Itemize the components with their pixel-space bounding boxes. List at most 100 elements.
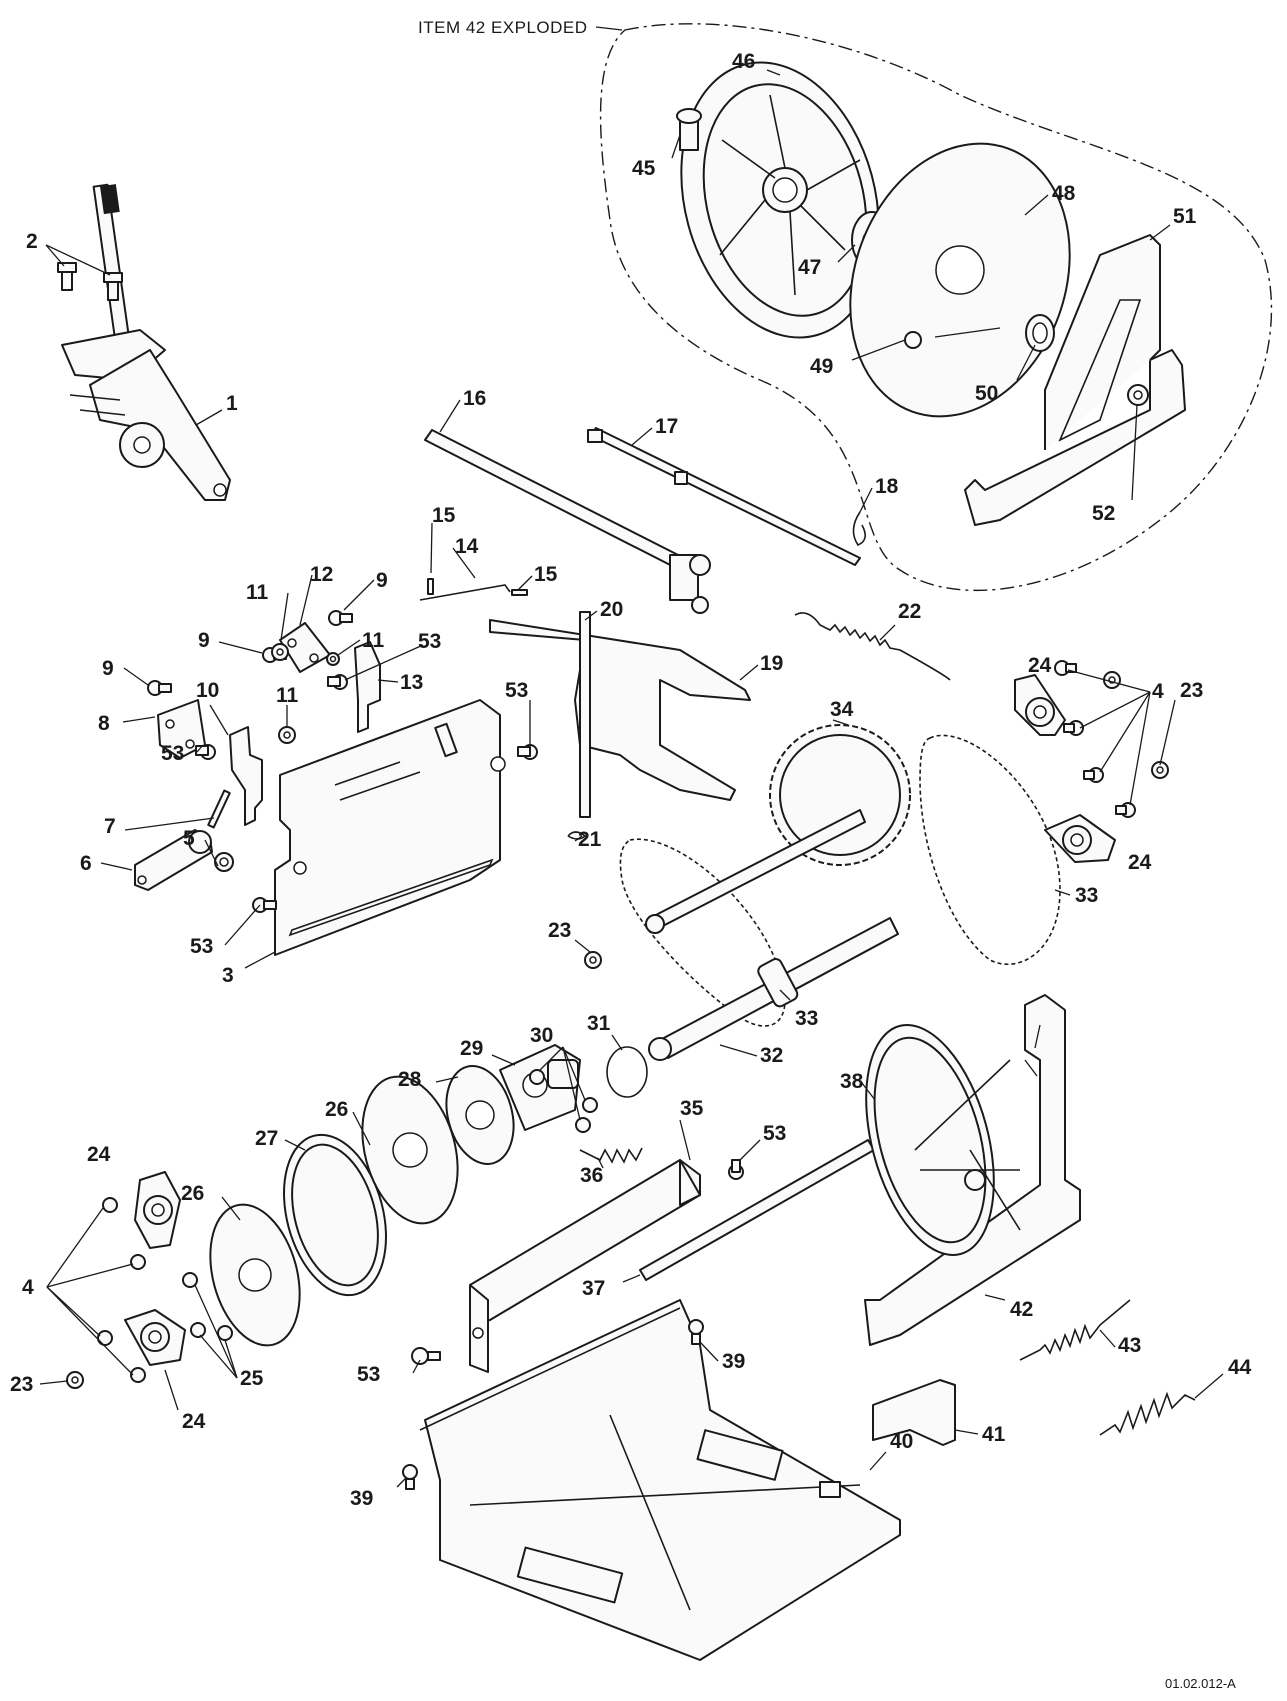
callout-24-mid-right: 24 xyxy=(1128,851,1152,874)
flange-bearings-upper xyxy=(1014,674,1116,863)
callout-42: 42 xyxy=(1010,1298,1033,1321)
callout-4-left: 4 xyxy=(22,1276,34,1299)
gear-housing-42 xyxy=(864,994,1081,1346)
hub-and-flange xyxy=(445,1044,648,1166)
callout-51: 51 xyxy=(1173,205,1197,228)
item-42-exploded-boundary xyxy=(599,23,1273,592)
callout-53-center: 53 xyxy=(763,1122,786,1145)
callout-45: 45 xyxy=(632,157,656,180)
callout-24-top-left: 24 xyxy=(87,1143,111,1166)
sprocket-34 xyxy=(769,724,911,866)
callout-36: 36 xyxy=(580,1164,603,1187)
callout-43: 43 xyxy=(1118,1334,1141,1357)
callout-25: 25 xyxy=(240,1367,264,1390)
callout-21: 21 xyxy=(578,828,602,851)
callout-11-lower: 11 xyxy=(276,684,299,707)
exploded-bushing-50 xyxy=(1025,314,1055,352)
exploded-wheel-46 xyxy=(680,61,880,339)
rods-14-16-17 xyxy=(419,427,866,614)
callout-16: 16 xyxy=(463,387,486,410)
callout-46: 46 xyxy=(732,50,755,73)
callout-3: 3 xyxy=(222,964,234,987)
callout-4-right: 4 xyxy=(1152,680,1164,703)
callout-24-bottom-left: 24 xyxy=(182,1410,206,1433)
spring-43 xyxy=(1019,1299,1131,1361)
chain-33-right xyxy=(919,734,1061,965)
callout-17: 17 xyxy=(655,415,678,438)
callout-22: 22 xyxy=(898,600,921,623)
callout-9-left: 9 xyxy=(102,657,114,680)
screws-39 xyxy=(402,1319,704,1490)
callout-52: 52 xyxy=(1092,502,1115,525)
callout-6: 6 xyxy=(80,852,92,875)
callout-53-left: 53 xyxy=(161,742,184,765)
callout-49: 49 xyxy=(810,355,833,378)
callout-11-right: 11 xyxy=(362,629,385,652)
exploded-bracket-51 xyxy=(964,234,1186,526)
lower-left-bearings xyxy=(66,1171,233,1389)
callout-47: 47 xyxy=(798,256,821,279)
shift-lever-assembly xyxy=(61,183,231,501)
bolts-4-nuts-23 xyxy=(584,660,1169,969)
callout-11-top: 11 xyxy=(246,581,269,604)
callout-28: 28 xyxy=(398,1068,422,1091)
callout-9-top: 9 xyxy=(376,569,388,592)
callout-24-top-right: 24 xyxy=(1028,654,1052,677)
callout-33-lower: 33 xyxy=(795,1007,818,1030)
callout-44: 44 xyxy=(1228,1356,1252,1379)
callout-41: 41 xyxy=(982,1423,1006,1446)
callout-32: 32 xyxy=(760,1044,783,1067)
callout-35: 35 xyxy=(680,1097,704,1120)
callout-34: 34 xyxy=(830,698,854,721)
callout-8: 8 xyxy=(98,712,110,735)
callout-53-top: 53 xyxy=(418,630,441,653)
callout-31: 31 xyxy=(587,1012,611,1035)
support-bar-35 xyxy=(469,1159,701,1373)
callout-1: 1 xyxy=(226,392,238,415)
callout-19: 19 xyxy=(760,652,783,675)
callout-10: 10 xyxy=(196,679,219,702)
callout-20: 20 xyxy=(600,598,623,621)
screws-2 xyxy=(57,262,123,301)
callout-23-left: 23 xyxy=(10,1373,33,1396)
callout-14: 14 xyxy=(455,535,479,558)
callout-leaders xyxy=(39,69,1224,1488)
callout-27: 27 xyxy=(255,1127,278,1150)
callout-13: 13 xyxy=(400,671,423,694)
callout-53-right: 53 xyxy=(505,679,528,702)
lever-bracket xyxy=(489,611,751,840)
callout-12: 12 xyxy=(310,563,333,586)
exploded-pin-45 xyxy=(676,108,702,151)
pulleys-and-belt xyxy=(209,1075,459,1347)
callout-9-mid: 9 xyxy=(198,629,210,652)
callout-39-upper: 39 xyxy=(722,1350,745,1373)
spring-44 xyxy=(1099,1391,1196,1436)
callout-23-mid: 23 xyxy=(548,919,571,942)
callout-53-lower-left: 53 xyxy=(190,935,213,958)
mounting-plate xyxy=(274,699,506,956)
callout-15-top: 15 xyxy=(432,504,456,527)
callout-30: 30 xyxy=(530,1024,553,1047)
axle-shafts-32 xyxy=(645,809,899,1061)
callout-53-bottom: 53 xyxy=(357,1363,380,1386)
callout-5: 5 xyxy=(183,827,195,850)
callout-40: 40 xyxy=(890,1430,913,1453)
extension-spring-22 xyxy=(794,612,951,681)
callout-39-lower: 39 xyxy=(350,1487,373,1510)
callout-33-right: 33 xyxy=(1075,884,1098,907)
bracket-plates xyxy=(134,622,381,891)
callout-18: 18 xyxy=(875,475,899,498)
exploded-plate-48 xyxy=(849,142,1071,418)
callout-50: 50 xyxy=(975,382,998,405)
callout-26-lower: 26 xyxy=(181,1182,204,1205)
callout-2: 2 xyxy=(26,230,38,253)
nut-49 xyxy=(904,331,922,349)
callout-37: 37 xyxy=(582,1277,605,1300)
callout-15-right: 15 xyxy=(534,563,558,586)
callout-26-upper: 26 xyxy=(325,1098,348,1121)
callout-numbers: 1 2 3 4 4 5 6 7 8 9 9 9 10 11 11 11 12 1… xyxy=(10,50,1252,1510)
callout-29: 29 xyxy=(460,1037,483,1060)
callout-48: 48 xyxy=(1052,182,1076,205)
